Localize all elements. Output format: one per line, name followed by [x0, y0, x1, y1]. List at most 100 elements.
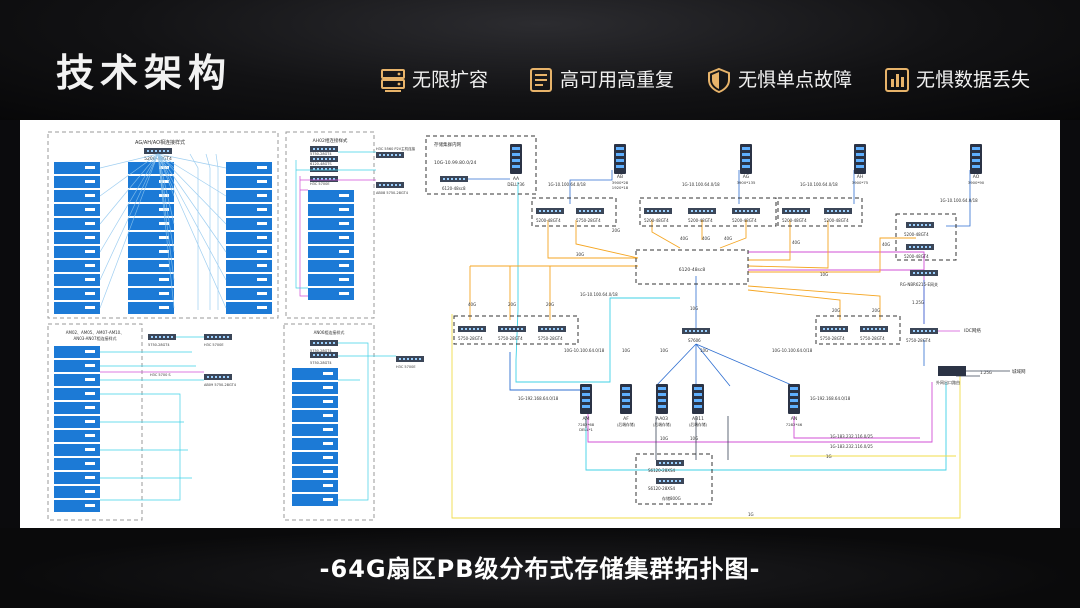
- core-label: 6120-48sc8: [679, 267, 706, 273]
- server-ab-sub-2: 1920*18: [612, 185, 629, 190]
- label-1g-bottom: 1G: [748, 512, 754, 517]
- switch-label-7: 5200-48GT4: [824, 218, 849, 223]
- server-af-name: AF: [623, 416, 629, 422]
- switch-label-core2: S7606: [688, 338, 701, 343]
- caption: -64G扇区PB级分布式存储集群拓扑图-: [319, 555, 761, 583]
- bl-item-4: AB09 5750-28GT4: [204, 383, 237, 387]
- switch-label-12: 5750-28GT4: [538, 336, 563, 341]
- outlet-label: 外网出口路由: [936, 379, 960, 385]
- tr-item-5: AB08 5750-28GT4: [376, 191, 409, 195]
- bl-item-2: H3C 5700E: [204, 343, 224, 347]
- tr-item-4: H3C 5700E: [310, 182, 330, 186]
- links-dark: [585, 375, 980, 460]
- label-10g-b2: 10G: [660, 348, 668, 353]
- label-1g-yellow: 1G: [826, 454, 832, 459]
- link-magenta-a: [587, 382, 933, 443]
- bar-chart-icon: [885, 68, 909, 92]
- shield-icon: [708, 67, 730, 93]
- feature-label: 无惧数据丢失: [916, 69, 1031, 91]
- top-left-links: [99, 153, 227, 310]
- feature-unlimited-expansion: 无限扩容: [380, 66, 488, 94]
- server-ab11-sub: (后端存储): [689, 422, 708, 427]
- switch-label-3: 5200-48GT4: [644, 218, 669, 223]
- server-ah-name: AH: [857, 174, 863, 180]
- br-links-cyan: [338, 342, 396, 501]
- br-item-1: 5750-28GT4: [310, 349, 332, 353]
- gateway-label: RG-NBR6215-E网关: [900, 281, 938, 287]
- switch-label-2: 5750-28GT4: [576, 218, 601, 223]
- server-am-name: AM: [583, 416, 590, 422]
- switch-label-4: 5200-48GT4: [688, 218, 713, 223]
- rack-column-2: [128, 162, 174, 314]
- server-aa-name: AA: [513, 176, 520, 182]
- server-af-sub: (后端存储): [617, 422, 636, 427]
- tr-links-cyan: [295, 151, 376, 289]
- link-label-1: 1G-10.100.64.0/18: [548, 182, 586, 187]
- server-ab-name: AB: [617, 174, 623, 180]
- label-192-right: 1G-192.168.64.0/18: [810, 396, 851, 401]
- label-183-b: 1G-183.232.116.0/25: [830, 444, 873, 449]
- br-item-2: 5750-28GT4: [310, 361, 332, 365]
- server-ag-sub: 3900*135: [737, 180, 756, 185]
- server-an-name: AN: [791, 416, 797, 422]
- mgmt-link-label: 10G-10.99.80.0/24: [434, 160, 477, 166]
- label-10g-s2: 10G: [690, 436, 698, 441]
- topology-diagram: AG/AH/AO相连接样式 5200-48GT4 AH02相连接样式 H3C 5…: [47, 131, 1026, 521]
- server-ao-name: AO: [973, 174, 980, 180]
- server-aa-sub: DELL*36: [507, 182, 525, 187]
- tr-links-magenta: [299, 176, 376, 297]
- switch-label-6: 5200-48GT4: [782, 218, 807, 223]
- switch-group-5: [453, 315, 579, 345]
- wan-label: 城域网: [1012, 368, 1026, 375]
- switch-label-1: 5200-48GT4: [536, 218, 561, 223]
- label-20g-b: 20G: [508, 302, 516, 307]
- wan-rate-label: 1.25G: [980, 370, 992, 375]
- group-top-left: [47, 131, 279, 319]
- server-ab-sub: 3900*28: [612, 180, 629, 185]
- server-rack-icon: [381, 69, 405, 92]
- topology-panel: AG/AH/AO相连接样式 5200-48GT4 AH02相连接样式 H3C 5…: [20, 120, 1060, 528]
- switch-label-13: 5750-28GT4: [820, 336, 845, 341]
- label-10g-mid: 10G: [690, 306, 698, 311]
- label-10g-b3: 10G: [700, 348, 708, 353]
- label-10g-left: 10G-10.100.64.0/18: [564, 348, 605, 353]
- footer-bar: [0, 528, 1080, 608]
- label-40g-e: 40G: [882, 242, 890, 247]
- label-10g-b1: 10G: [622, 348, 630, 353]
- server-ah-sub: 3900*75: [852, 180, 869, 185]
- link-label-3: 1G-10.100.64.0/18: [800, 182, 838, 187]
- link-cyan-bottom: [585, 382, 947, 471]
- document-list-icon: [530, 68, 552, 92]
- link-blue: [509, 352, 586, 391]
- links-orange: [469, 220, 916, 320]
- label-10g-core: 10G: [820, 272, 828, 277]
- label-20g-c: 20G: [546, 302, 554, 307]
- rack-column-1: [54, 162, 100, 314]
- rack-column-3: [226, 162, 272, 314]
- tr-item-2: 5750-28GT4: [310, 152, 332, 156]
- feature-high-availability: 高可用高重复: [528, 66, 674, 94]
- rack-column-bl: [54, 346, 100, 512]
- switch-label-5: 5200-48GT4: [732, 218, 757, 223]
- label-192-left: 1G-192.168.64.0/18: [518, 396, 559, 401]
- feature-label: 无限扩容: [412, 69, 489, 91]
- bl-item-1: 5750-28GT4: [148, 343, 170, 347]
- feature-label: 高可用高重复: [560, 69, 675, 91]
- label-10g-right: 10G-10.100.64.0/18: [772, 348, 813, 353]
- label-40g-d: 40G: [792, 240, 800, 245]
- link-label-4: 1G-10.100.64.0/18: [940, 198, 978, 203]
- storage-group: [635, 453, 713, 505]
- feature-no-data-loss: 无惧数据丢失: [884, 66, 1030, 94]
- idc-label: IDC网络: [964, 327, 981, 334]
- switch-label-14: 5750-28GT4: [860, 336, 885, 341]
- label-40g-f: 40G: [468, 302, 476, 307]
- label-40g-a: 40G: [680, 236, 688, 241]
- switch-label-11: 5750-28GT4: [498, 336, 523, 341]
- rack-column-tr: [308, 190, 354, 300]
- server-aa03-name: AA03: [656, 416, 668, 422]
- group-top-right-label: AH02相连接样式: [313, 137, 348, 144]
- switch-group-4: [895, 213, 957, 261]
- switch-group-2: [639, 197, 777, 227]
- tr-item-1: H3C 5560 P2V主机连接: [376, 146, 416, 151]
- server-ab11-name: AB11: [692, 416, 704, 422]
